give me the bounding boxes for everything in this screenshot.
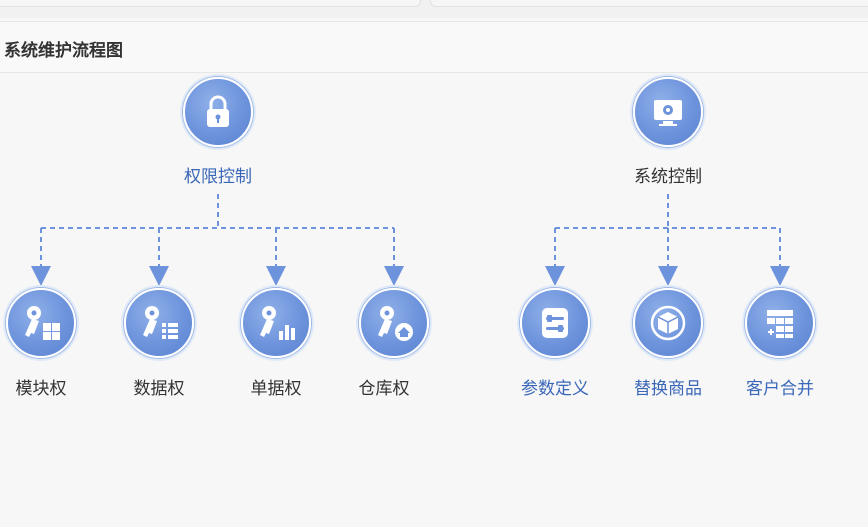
flowchart-canvas: 权限控制 系统控制 模块权	[0, 72, 868, 527]
lock-icon	[207, 95, 229, 127]
key-home-icon	[378, 306, 413, 341]
label-customer-merge[interactable]: 客户合并	[746, 379, 814, 399]
top-tab-strip	[0, 0, 868, 18]
cube-icon	[650, 305, 686, 341]
connector-lines	[31, 194, 790, 286]
sliders-icon	[542, 308, 568, 338]
connectors-system	[545, 194, 790, 286]
label-parameter-definition[interactable]: 参数定义	[521, 379, 589, 399]
node-document-permission[interactable]	[238, 285, 314, 361]
node-data-permission[interactable]	[121, 285, 197, 361]
key-grid-icon	[25, 306, 60, 340]
key-list-icon	[143, 306, 178, 339]
panel-header: 系统维护流程图	[0, 21, 868, 73]
node-customer-merge[interactable]	[742, 285, 818, 361]
node-parameter-definition[interactable]	[517, 285, 593, 361]
node-permission-control[interactable]	[180, 74, 256, 150]
label-warehouse-permission[interactable]: 仓库权	[358, 379, 410, 399]
monitor-gear-icon	[654, 100, 682, 126]
label-module-permission[interactable]: 模块权	[15, 379, 67, 399]
label-system-control[interactable]: 系统控制	[634, 167, 702, 187]
label-document-permission[interactable]: 单据权	[250, 379, 302, 399]
node-module-permission[interactable]	[3, 285, 79, 361]
node-system-control[interactable]	[630, 74, 706, 150]
label-replace-product[interactable]: 替换商品	[634, 379, 702, 399]
connectors-permission	[31, 194, 404, 286]
tab-right[interactable]	[430, 0, 868, 7]
node-replace-product[interactable]	[630, 285, 706, 361]
node-warehouse-permission[interactable]	[356, 285, 432, 361]
key-bars-icon	[260, 306, 295, 340]
label-data-permission[interactable]: 数据权	[133, 379, 185, 399]
tab-left[interactable]	[0, 0, 421, 7]
label-permission-control[interactable]: 权限控制	[184, 167, 252, 187]
table-merge-icon	[767, 310, 793, 338]
panel-title: 系统维护流程图	[4, 41, 123, 61]
